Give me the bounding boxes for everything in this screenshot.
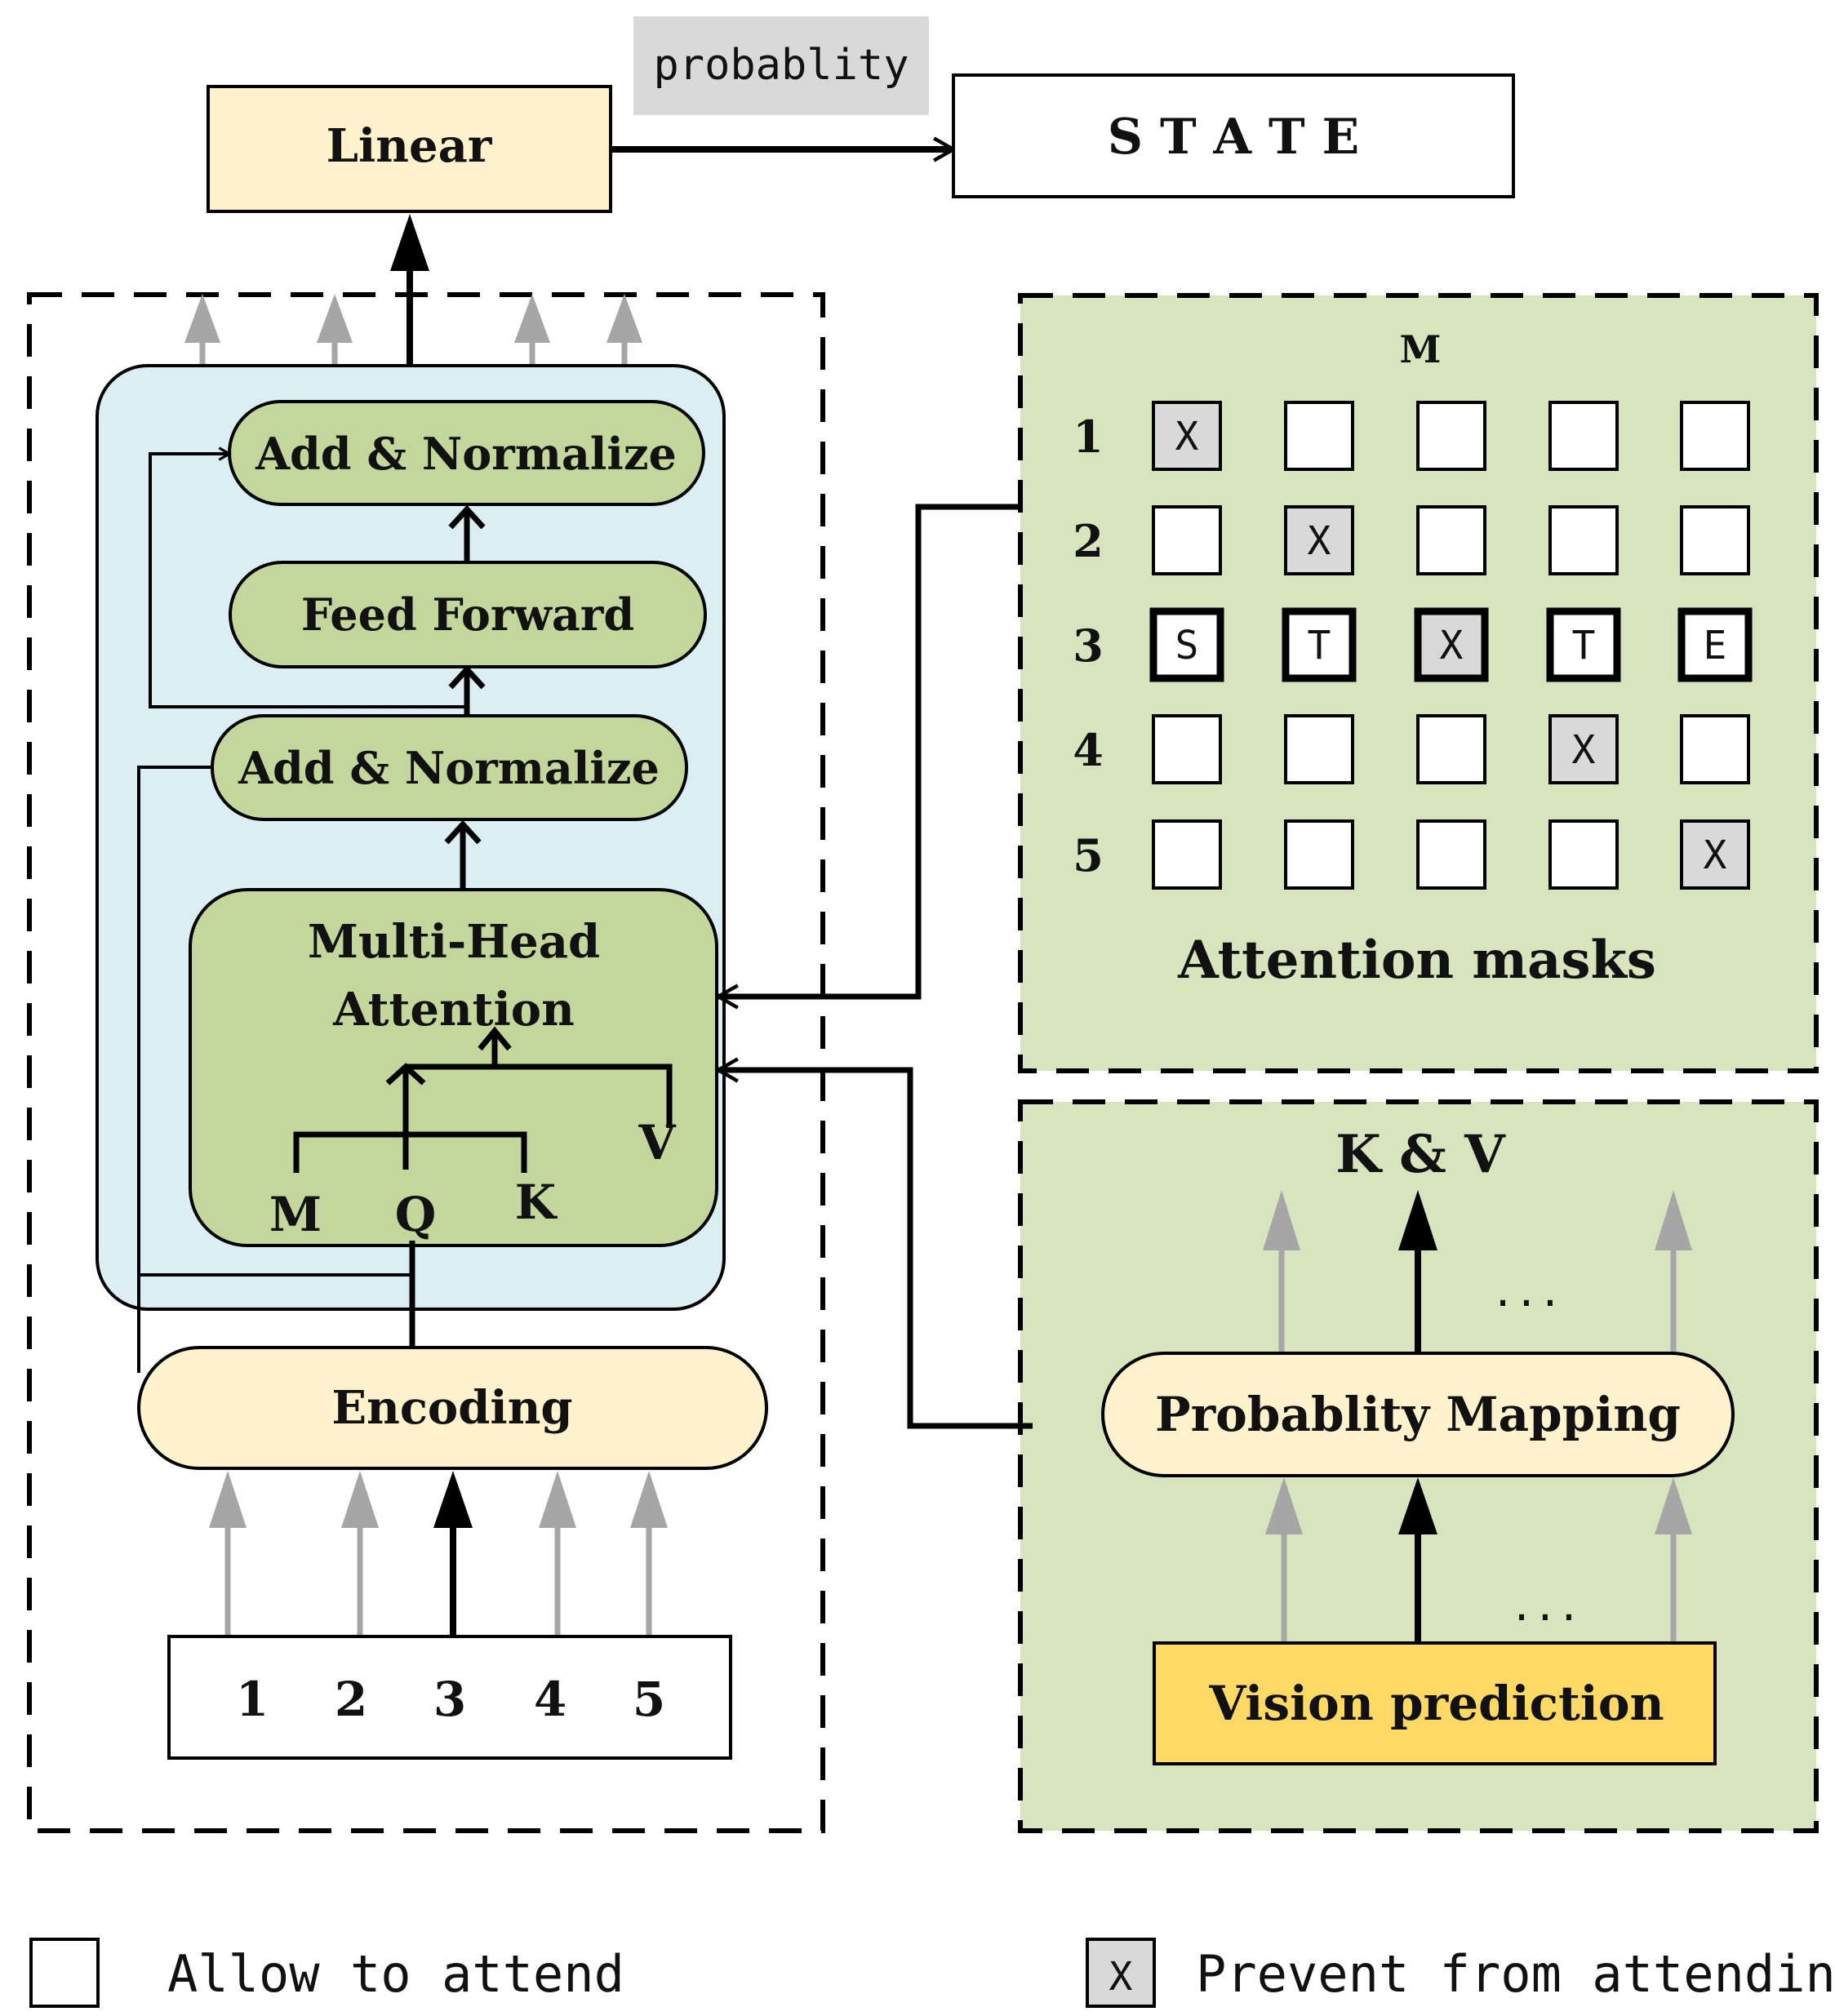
mha-output-arrowhead — [478, 1026, 512, 1051]
add-normalize-bottom-label: Add & Normalize — [238, 742, 660, 794]
mask-cell-prevent — [1548, 714, 1619, 784]
kv-label: K & V — [1335, 1124, 1506, 1185]
mask-row-label-5: 5 — [1073, 829, 1104, 881]
mask-cell-allow — [1548, 401, 1619, 471]
mask-cell-allow — [1677, 607, 1753, 682]
mask-header-m: M — [1400, 327, 1442, 371]
mask-cell-label: E — [1704, 623, 1727, 668]
mha-k-label: K — [515, 1175, 558, 1230]
input-token-3: 3 — [433, 1672, 466, 1727]
mha-inner-wiring — [293, 1032, 673, 1173]
mask-cell-allow — [1416, 819, 1486, 890]
encoding-label: Encoding — [331, 1381, 572, 1435]
mask-cell-allow — [1416, 505, 1486, 575]
vision-to-mapping-arrows — [1265, 1477, 1692, 1643]
mask-cell-label: X — [1308, 518, 1331, 564]
mask-row-label-2: 2 — [1073, 515, 1104, 567]
mha-q-label: Q — [395, 1187, 437, 1242]
encoder-main-output-arrow — [390, 214, 429, 369]
input-token-1: 1 — [236, 1672, 269, 1727]
mha-m-label: M — [269, 1187, 322, 1242]
legend-prevent-label: Prevent from attending — [1196, 1944, 1835, 2004]
mask-cell-allow — [1416, 401, 1486, 471]
probability-label: probablity — [653, 41, 909, 90]
encoder-frame — [27, 292, 825, 1833]
mask-row-label-1: 1 — [1073, 411, 1104, 463]
mask-cell-prevent — [1152, 401, 1222, 471]
legend-allow-swatch — [29, 1938, 100, 2008]
mask-cell-label: X — [1175, 414, 1199, 460]
mha-v-label: V — [638, 1115, 676, 1170]
mask-cell-allow — [1152, 505, 1222, 575]
mask-cell-label: T — [1572, 623, 1596, 668]
probability-mapping-label: Probablity Mapping — [1155, 1387, 1681, 1442]
mha-label-line2: Attention — [332, 983, 575, 1037]
mask-cell-prevent — [1680, 819, 1750, 890]
mask-to-mha-arrow — [714, 504, 1020, 1010]
mask-row-label-4: 4 — [1073, 724, 1104, 776]
kv-ellipsis-top: ... — [1491, 1270, 1562, 1316]
probability-mapping-box — [1101, 1352, 1735, 1477]
input-token-4: 4 — [534, 1672, 566, 1727]
mask-cell-label: T — [1308, 623, 1331, 668]
probability-tag — [633, 16, 929, 115]
mask-cell-allow — [1152, 714, 1222, 784]
mask-cell-allow — [1416, 714, 1486, 784]
add-normalize-top-label: Add & Normalize — [255, 428, 677, 480]
kv-output-arrows — [1263, 1190, 1692, 1353]
mask-cell-allow — [1548, 505, 1619, 575]
encoding-box — [137, 1346, 768, 1470]
mask-cell-allow — [1548, 819, 1619, 890]
mask-cell-label: X — [1572, 727, 1596, 773]
linear-box — [207, 85, 612, 213]
mask-cell-allow — [1680, 505, 1750, 575]
mask-cell-prevent — [1284, 505, 1354, 575]
residual-connections — [137, 446, 467, 1373]
mask-cell-label: X — [1440, 623, 1464, 668]
encoder-output-arrows — [184, 294, 642, 366]
mask-cell-allow — [1680, 714, 1750, 784]
input-tokens-box — [167, 1635, 732, 1760]
mask-cell-allow — [1546, 607, 1621, 682]
input-tokens: 1 2 3 4 5 — [236, 1672, 665, 1727]
mask-cell-allow — [1284, 819, 1354, 890]
linear-label: Linear — [327, 119, 493, 173]
input-token-5: 5 — [633, 1672, 665, 1727]
mask-row-label-3: 3 — [1073, 619, 1104, 672]
state-box — [952, 73, 1515, 198]
encoder-flow-arrows — [444, 504, 486, 890]
attention-masks-caption: Attention masks — [1177, 930, 1656, 991]
mask-cell-allow — [1282, 607, 1357, 682]
input-token-2: 2 — [335, 1672, 367, 1727]
input-arrows — [209, 1471, 668, 1636]
mask-cell-allow — [1149, 607, 1224, 682]
vision-prediction-box — [1153, 1641, 1717, 1765]
mask-cell-allow — [1680, 401, 1750, 471]
mask-cell-allow — [1152, 819, 1222, 890]
legend-prevent-symbol: X — [1109, 1954, 1133, 2000]
kv-ellipsis-bottom: ... — [1510, 1584, 1581, 1630]
mapping-to-mha-arrow — [714, 1057, 1033, 1429]
mask-grid: 1 2 3 4 5 X X S T X T E X X — [1073, 401, 1753, 890]
mask-cell-prevent — [1414, 607, 1489, 682]
mask-cell-allow — [1284, 401, 1354, 471]
feed-forward-label: Feed Forward — [301, 588, 634, 641]
mask-cell-allow — [1284, 714, 1354, 784]
mask-cell-label: X — [1704, 833, 1727, 878]
mha-q-arrowhead — [385, 1063, 426, 1086]
legend-prevent-swatch — [1086, 1938, 1156, 2008]
vision-prediction-label: Vision prediction — [1208, 1676, 1664, 1731]
mask-cell-label: S — [1175, 623, 1199, 668]
state-label: S T A T E — [1108, 109, 1359, 166]
mha-label-line1: Multi-Head — [308, 915, 600, 969]
legend-allow-label: Allow to attend — [167, 1944, 624, 2004]
